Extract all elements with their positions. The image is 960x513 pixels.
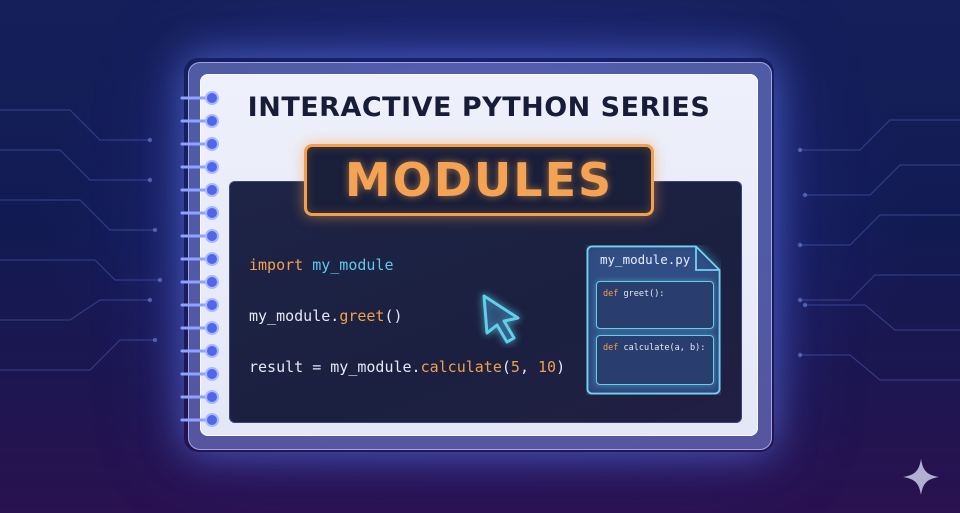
calculate-separator: ,: [519, 358, 538, 376]
binding-ring: [205, 413, 219, 427]
binding-ring: [205, 229, 219, 243]
greet-function: greet: [339, 307, 385, 325]
code-line-greet: my_module.greet(): [249, 307, 403, 325]
binding-ring: [205, 183, 219, 197]
calculate-arg-1: 5: [510, 358, 520, 376]
def-greet-signature: greet():: [623, 289, 665, 299]
binding-ring: [205, 344, 219, 358]
binding-ring: [205, 91, 219, 105]
def-greet-box: def greet():: [596, 281, 714, 329]
calculate-close-paren: ): [556, 358, 566, 376]
import-keyword: import: [249, 256, 304, 274]
calculate-function: calculate: [420, 358, 502, 376]
calculate-prefix: result = my_module.: [249, 358, 421, 376]
code-line-calculate: result = my_module.calculate(5, 10): [249, 358, 565, 376]
def-keyword: def: [603, 343, 619, 353]
sparkle-icon: [903, 459, 939, 495]
greet-object: my_module.: [249, 307, 340, 325]
def-keyword: def: [603, 289, 619, 299]
binding-ring: [205, 298, 219, 312]
series-title: INTERACTIVE PYTHON SERIES: [247, 92, 711, 123]
binding-ring: [205, 160, 219, 174]
binding-ring: [205, 137, 219, 151]
binding-ring: [205, 206, 219, 220]
spiral-binding-icon: [180, 91, 219, 427]
module-name: my_module: [312, 256, 394, 274]
def-calculate-box: def calculate(a, b):: [596, 335, 714, 385]
binding-ring: [205, 275, 219, 289]
binding-ring: [205, 252, 219, 266]
def-calculate-signature: calculate(a, b):: [623, 343, 706, 353]
calculate-open-paren: (: [501, 358, 511, 376]
binding-ring: [205, 367, 219, 381]
file-name: my_module.py: [600, 252, 691, 267]
binding-ring: [205, 114, 219, 128]
calculate-arg-2: 10: [538, 358, 557, 376]
topic-badge: MODULES: [304, 144, 654, 216]
greet-args: (): [384, 307, 403, 325]
arrow-cursor-icon: [482, 294, 520, 344]
binding-ring: [205, 321, 219, 335]
code-line-import: import my_module: [249, 256, 394, 274]
binding-ring: [205, 390, 219, 404]
topic-title: MODULES: [344, 153, 614, 207]
